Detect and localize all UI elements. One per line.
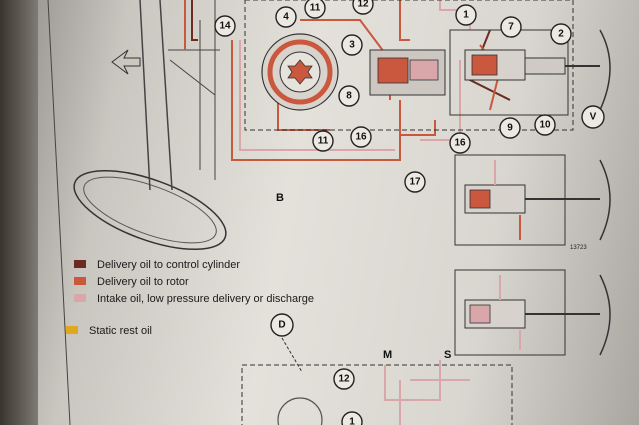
callout-11-top: 11 xyxy=(304,0,326,19)
rotor-illustration xyxy=(261,33,446,111)
svg-text:16: 16 xyxy=(454,138,466,149)
section-label-v: V xyxy=(581,105,605,129)
svg-text:8: 8 xyxy=(346,91,352,102)
page-border xyxy=(47,0,71,425)
callout-3: 3 xyxy=(341,34,363,56)
legend-item-intake-oil: Intake oil, low pressure delivery or dis… xyxy=(74,293,314,305)
steering-wheel-illustration xyxy=(73,0,227,251)
svg-text:3: 3 xyxy=(349,40,355,51)
callout-11-bottom: 11 xyxy=(312,130,334,152)
arrow-icon xyxy=(111,49,141,75)
binding-shadow xyxy=(0,0,38,425)
svg-text:V: V xyxy=(590,112,597,123)
legend-swatch xyxy=(66,326,78,334)
svg-text:1: 1 xyxy=(463,10,469,21)
callout-4: 4 xyxy=(275,6,297,28)
svg-text:11: 11 xyxy=(318,136,329,147)
port-label-s: S xyxy=(444,349,451,361)
svg-text:Delivery oil to control cylind: Delivery oil to control cylinder xyxy=(97,259,240,271)
svg-text:1: 1 xyxy=(349,417,355,425)
svg-text:17: 17 xyxy=(409,177,421,188)
svg-text:16: 16 xyxy=(355,132,367,143)
svg-text:9: 9 xyxy=(507,123,513,134)
callout-17: 17 xyxy=(404,171,426,193)
svg-text:Static rest oil: Static rest oil xyxy=(89,325,152,337)
callout-12-top: 12 xyxy=(352,0,374,15)
svg-text:12: 12 xyxy=(338,374,350,385)
callout-10: 10 xyxy=(534,114,556,136)
svg-text:7: 7 xyxy=(508,22,514,33)
section-label-d: D xyxy=(270,313,294,337)
svg-text:Delivery oil to rotor: Delivery oil to rotor xyxy=(97,276,189,288)
svg-text:Intake oil, low pressure deliv: Intake oil, low pressure delivery or dis… xyxy=(97,293,314,305)
svg-text:12: 12 xyxy=(357,0,369,10)
callout-1-bottom: 1 xyxy=(341,411,363,425)
control-valve-bottom xyxy=(454,269,611,356)
legend: Delivery oil to control cylinder Deliver… xyxy=(66,259,314,337)
unit-d-lines xyxy=(277,360,470,425)
callout-7: 7 xyxy=(500,16,522,38)
control-valve-middle xyxy=(454,154,611,246)
section-label-b: B xyxy=(276,192,284,204)
figure-number: 13723 xyxy=(570,245,587,251)
callout-16-right: 16 xyxy=(449,132,471,154)
legend-swatch xyxy=(74,277,86,285)
legend-item-rotor: Delivery oil to rotor xyxy=(74,276,189,288)
legend-swatch xyxy=(74,294,86,302)
svg-text:11: 11 xyxy=(310,3,321,14)
callout-14: 14 xyxy=(214,15,236,37)
legend-swatch xyxy=(74,260,86,268)
oil-lines xyxy=(184,0,511,161)
svg-text:2: 2 xyxy=(558,29,564,40)
callout-2: 2 xyxy=(550,23,572,45)
legend-item-static-rest-oil: Static rest oil xyxy=(66,325,152,337)
callout-9: 9 xyxy=(499,117,521,139)
unit-d-enclosure xyxy=(241,364,513,425)
callout-8: 8 xyxy=(338,85,360,107)
d-leader xyxy=(281,337,303,373)
svg-text:D: D xyxy=(278,320,285,331)
svg-text:14: 14 xyxy=(219,21,231,32)
callout-12-bottom: 12 xyxy=(333,368,355,390)
callout-1: 1 xyxy=(455,4,477,26)
callout-16-left: 16 xyxy=(350,126,372,148)
svg-text:10: 10 xyxy=(539,120,551,131)
port-label-m: M xyxy=(383,349,392,361)
svg-text:4: 4 xyxy=(283,12,289,23)
control-valve-top xyxy=(464,29,611,111)
legend-item-control-cylinder: Delivery oil to control cylinder xyxy=(74,259,240,271)
